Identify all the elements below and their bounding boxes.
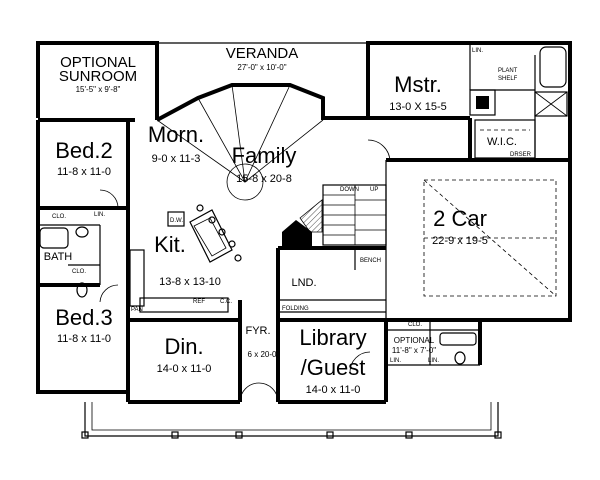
- sunroom-label-line1: OPTIONAL: [60, 54, 136, 71]
- library-label-line1: Library: [299, 325, 366, 350]
- dining-label: Din.: [164, 334, 203, 359]
- plant-shelf-label-1: PLANT: [498, 68, 518, 74]
- bed2-linen-label: LIN.: [94, 212, 105, 218]
- room-labels: OPTIONAL SUNROOM 15'-5" x 9'-8" VERANDA …: [44, 45, 488, 396]
- exterior-walls: [36, 41, 572, 404]
- chimney-block: [282, 220, 312, 248]
- sunroom-dims: 15'-5" x 9'-8": [76, 85, 121, 94]
- veranda-label: VERANDA: [226, 45, 299, 62]
- kitchen-dims: 13-8 x 13-10: [159, 276, 221, 288]
- fireplace: [299, 199, 323, 233]
- wic-label: W.I.C.: [487, 136, 517, 148]
- guest-linen-label-2: LIN.: [428, 358, 439, 364]
- fridge-label: REF: [193, 299, 205, 305]
- bed3-dims: 11-8 x 11-0: [57, 333, 111, 345]
- bed3-label: Bed.3: [55, 305, 113, 330]
- kitchen-label: Kit.: [154, 232, 186, 257]
- veranda-dims: 27'-0" x 10'-0": [237, 63, 286, 72]
- family-label: Family: [232, 143, 297, 168]
- pantry-label: PAN: [131, 307, 143, 313]
- dishwasher-label: D.W.: [170, 218, 183, 224]
- coat-closet-label: C.C.: [220, 299, 232, 305]
- sunroom-label-line2: SUNROOM: [59, 68, 137, 85]
- small-labels: LIN. PLANT SHELF W.I.C. DRSER CLO. LIN. …: [52, 48, 532, 364]
- front-porch: [81, 402, 502, 439]
- stair-up-label: UP: [370, 187, 378, 193]
- family-dims: 15-8 x 20-8: [236, 173, 292, 185]
- morning-label: Morn.: [148, 122, 204, 147]
- foyer-dims: 6 x 20-0: [248, 350, 277, 359]
- optional-bath-label: OPTIONAL: [394, 336, 435, 345]
- guest-linen-label: LIN.: [390, 358, 401, 364]
- folding-label: FOLDING: [282, 306, 309, 312]
- garage-doors: [423, 179, 557, 297]
- bed2-label: Bed.2: [55, 138, 113, 163]
- garage-dims: 22-9 x 19-5: [432, 235, 488, 247]
- master-dims: 13-0 X 15-5: [389, 101, 446, 113]
- morning-dims: 9-0 x 11-3: [152, 153, 201, 165]
- door-swings: [99, 139, 391, 403]
- foyer-label: FYR.: [245, 325, 270, 337]
- bed3-closet-label: CLO.: [72, 269, 86, 275]
- garage-label: 2 Car: [433, 206, 487, 231]
- dresser-label: DRSER: [510, 152, 532, 158]
- master-lin-label: LIN.: [472, 48, 483, 54]
- library-dims: 14-0 x 11-0: [306, 384, 361, 396]
- bed2-dims: 11-8 x 11-0: [57, 166, 111, 178]
- optional-bath-dims: 11'-8" x 7'-0": [392, 346, 436, 355]
- bed2-closet-label: CLO.: [52, 214, 66, 220]
- guest-closet-label: CLO.: [408, 322, 422, 328]
- master-bath-fixtures: [469, 46, 568, 159]
- library-label-line2: /Guest: [301, 355, 366, 380]
- interior-walls: [38, 43, 570, 402]
- dining-dims: 14-0 x 11-0: [157, 363, 212, 375]
- laundry-label: LND.: [291, 277, 316, 289]
- kitchen-island: [129, 204, 242, 313]
- stair-down-label: DOWN: [340, 187, 359, 193]
- bath-fixtures: [39, 226, 477, 365]
- bath-label: BATH: [44, 251, 73, 263]
- master-label: Mstr.: [394, 72, 442, 97]
- plant-shelf-label-2: SHELF: [498, 76, 518, 82]
- bench-label: BENCH: [360, 258, 381, 264]
